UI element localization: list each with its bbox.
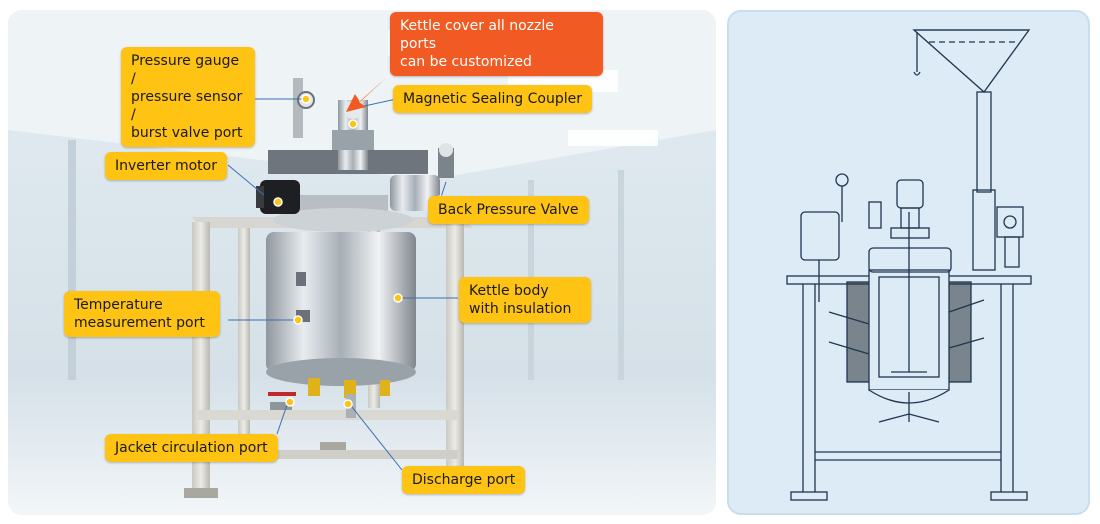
drawing-motor-coupler	[868, 179, 952, 273]
kettle-body	[266, 232, 416, 386]
label-jacket-port: Jacket circulation port	[105, 434, 278, 462]
ceiling-light	[568, 130, 658, 146]
inverter-motor	[256, 180, 300, 214]
wall-panel-line	[68, 140, 76, 390]
reactor-photo-panel: Pressure gauge / pressure sensor / burst…	[8, 10, 716, 515]
wall-panel-line	[618, 170, 624, 380]
label-nozzle-ports: Kettle cover all nozzle ports can be cus…	[390, 12, 603, 76]
technical-drawing-panel	[727, 10, 1090, 515]
label-pressure-port: Pressure gauge / pressure sensor / burst…	[121, 47, 255, 147]
label-discharge-port: Discharge port	[402, 466, 526, 494]
drawing-kettle	[846, 212, 972, 423]
nozzle-callout-arrow	[346, 78, 386, 112]
label-kettle-body: Kettle body with insulation	[459, 277, 591, 323]
label-temperature-port: Temperature measurement port	[64, 291, 220, 337]
reactor-line-drawing	[786, 29, 1032, 501]
drawing-lifting-crane	[912, 29, 1031, 271]
label-inverter-motor: Inverter motor	[105, 152, 227, 180]
kettle-top-assembly	[268, 78, 454, 232]
drawing-jacket-lines	[828, 299, 985, 355]
drawing-side-vessel	[800, 173, 882, 302]
label-magnetic-coupler: Magnetic Sealing Coupler	[393, 85, 592, 113]
label-back-pressure-valve: Back Pressure Valve	[428, 196, 589, 224]
